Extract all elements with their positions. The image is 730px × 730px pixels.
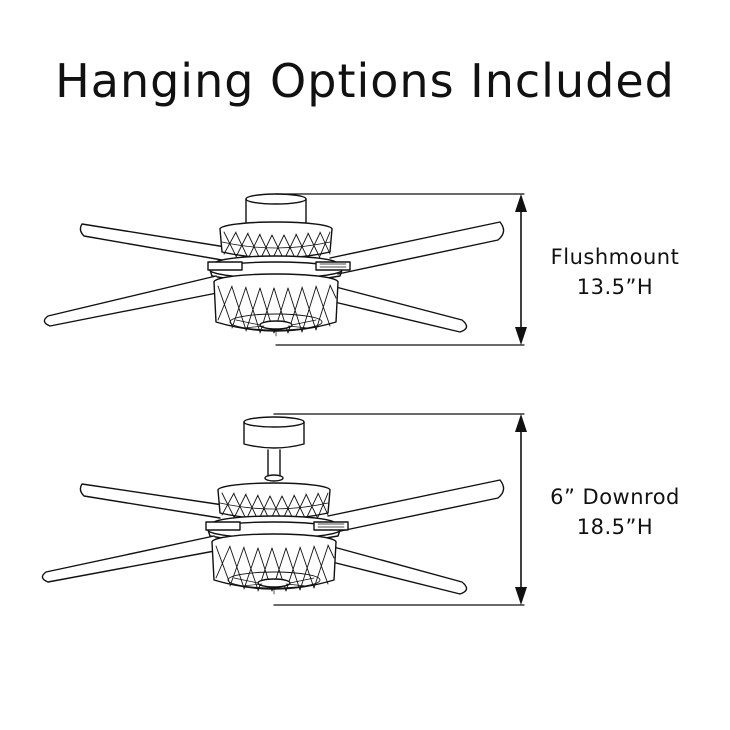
flushmount-fan-diagram <box>0 180 527 380</box>
fan-blade-front-left-icon <box>42 536 220 582</box>
downrod-icon <box>265 450 283 481</box>
fan-blade-front-right-icon <box>326 286 467 332</box>
downrod-fan-diagram <box>0 400 527 610</box>
downrod-option-height: 18.5”H <box>576 515 654 539</box>
lower-crystal-drum-icon <box>212 534 336 594</box>
fan-blade-front-right-icon <box>324 546 467 594</box>
downrod-label: 6” Downrod 18.5”H <box>520 482 710 542</box>
lower-crystal-drum-icon <box>214 274 338 336</box>
downrod-option-name: 6” Downrod <box>550 485 680 509</box>
flushmount-option-name: Flushmount <box>550 245 680 269</box>
page-title: Hanging Options Included <box>55 54 675 108</box>
canopy-icon <box>244 417 304 448</box>
flushmount-label: Flushmount 13.5”H <box>520 242 710 302</box>
upper-crystal-drum-icon <box>220 222 332 260</box>
upper-crystal-drum-icon <box>218 483 330 521</box>
flushmount-height-dimension-arrow-icon <box>276 194 527 345</box>
fan-blade-front-left-icon <box>44 276 222 326</box>
fan-blade-back-right-icon <box>330 222 504 274</box>
fan-blade-back-right-icon <box>328 480 504 532</box>
flushmount-option-height: 13.5”H <box>576 275 654 299</box>
fan-blade-back-left-icon <box>80 484 230 518</box>
motor-housing-icon <box>206 516 348 542</box>
fan-blade-back-left-icon <box>80 224 232 260</box>
downrod-height-dimension-arrow-icon <box>274 414 527 605</box>
